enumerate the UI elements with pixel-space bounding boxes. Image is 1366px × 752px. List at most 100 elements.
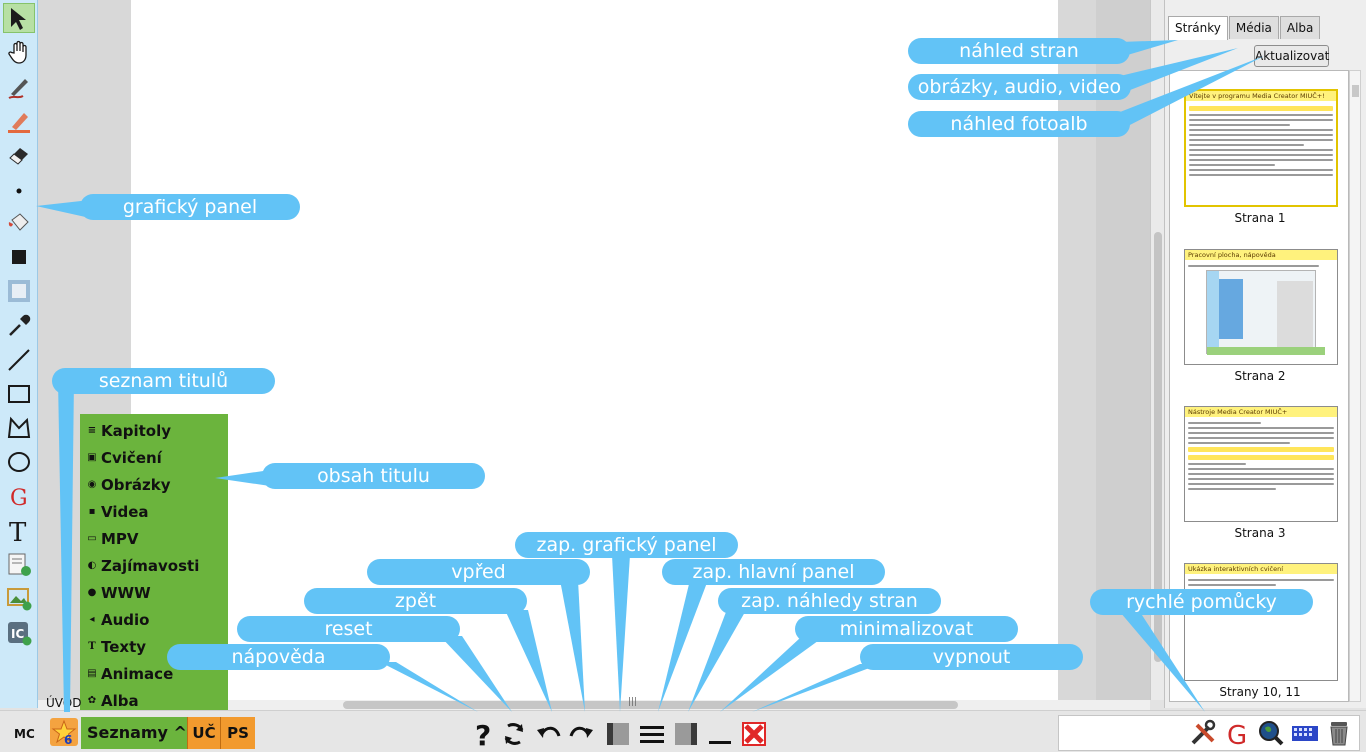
- minimize-icon[interactable]: [706, 720, 734, 748]
- list-icon: ≡: [87, 425, 97, 436]
- page-label: Strana 3: [1234, 526, 1286, 540]
- page-thumbnail-title: Pracovní plocha, nápověda: [1185, 250, 1337, 260]
- redo-icon[interactable]: [568, 720, 596, 748]
- eraser-icon[interactable]: [3, 140, 35, 170]
- svg-text:6: 6: [64, 733, 72, 746]
- lists-menu: ≡Kapitoly ▣Cvičení ◉Obrázky ▪Videa ▭MPV …: [80, 414, 228, 714]
- callout-media: obrázky, audio, video: [908, 74, 1131, 100]
- help-icon[interactable]: ?: [470, 720, 498, 748]
- magnifier-globe-icon[interactable]: [1257, 719, 1285, 747]
- page-thumbnail-title: Vítejte v programu Media Creator MIUČ+!: [1186, 91, 1336, 101]
- side-tabs: Stránky Média Alba: [1168, 16, 1321, 40]
- svg-text:G: G: [10, 486, 28, 509]
- scroll-thumb[interactable]: [1154, 232, 1162, 662]
- menu-item-alba[interactable]: ✿Alba: [87, 692, 139, 710]
- svg-text:IC: IC: [11, 627, 24, 641]
- callout-quick-tools: rychlé pomůcky: [1090, 589, 1313, 615]
- video-icon: ▪: [88, 506, 96, 517]
- text-tool-icon[interactable]: T: [3, 515, 35, 545]
- toggle-main-panel-icon[interactable]: [638, 720, 666, 748]
- mc-label[interactable]: MC: [14, 727, 35, 741]
- callout-toggle-page-previews: zap. náhledy stran: [718, 588, 941, 614]
- polygon-tool-icon[interactable]: [3, 413, 35, 443]
- pen-icon[interactable]: [3, 72, 35, 102]
- tab-albums[interactable]: Alba: [1279, 16, 1321, 39]
- tab-media[interactable]: Média: [1228, 16, 1279, 39]
- callout-back: zpět: [304, 588, 527, 614]
- fill-bucket-icon[interactable]: [3, 208, 35, 238]
- star-badge-icon[interactable]: 6: [50, 718, 78, 747]
- pages-scrollbar[interactable]: [1349, 70, 1361, 702]
- close-icon[interactable]: [740, 720, 768, 748]
- menu-item-animace[interactable]: ▤Animace: [87, 665, 174, 683]
- menu-item-zajimavosti[interactable]: ◐Zajímavosti: [87, 557, 200, 575]
- menu-item-kapitoly[interactable]: ≡Kapitoly: [87, 422, 172, 440]
- page-label: Strana 1: [1234, 211, 1286, 225]
- dot-size-icon[interactable]: [3, 175, 35, 205]
- keyboard-icon[interactable]: [1291, 719, 1319, 747]
- scroll-thumb[interactable]: [343, 701, 958, 709]
- reset-icon[interactable]: [500, 720, 528, 748]
- callout-toggle-graphic-panel: zap. grafický panel: [515, 532, 738, 558]
- menu-item-videa[interactable]: ▪Videa: [86, 501, 149, 523]
- current-title-label: ÚVOD: [46, 696, 82, 710]
- trash-icon[interactable]: [1325, 719, 1353, 747]
- scroll-thumb[interactable]: [1352, 85, 1359, 97]
- undo-icon[interactable]: [534, 720, 562, 748]
- refresh-button[interactable]: Aktualizovat: [1254, 45, 1329, 67]
- fill-color-icon[interactable]: [3, 242, 35, 272]
- line-tool-icon[interactable]: [3, 345, 35, 375]
- page-label: Strany 10, 11: [1219, 685, 1301, 699]
- teacher-button[interactable]: UČ: [187, 717, 220, 749]
- menu-item-cviceni[interactable]: ▣Cvičení: [87, 449, 162, 467]
- speaker-icon: ◂: [89, 614, 95, 625]
- mpv-icon: ▭: [87, 533, 97, 544]
- menu-item-mpv[interactable]: ▭MPV: [87, 530, 139, 548]
- menu-item-audio[interactable]: ◂Audio: [86, 609, 149, 631]
- callout-page-preview: náhled stran: [908, 38, 1130, 64]
- add-image-icon[interactable]: [3, 583, 35, 613]
- ellipse-tool-icon[interactable]: [3, 447, 35, 477]
- tools-icon[interactable]: [1189, 719, 1217, 747]
- menu-item-www[interactable]: ●WWW: [87, 584, 151, 602]
- callout-graphic-panel: grafický panel: [80, 194, 300, 220]
- select-arrow-icon[interactable]: [3, 3, 35, 33]
- canvas-horizontal-scrollbar[interactable]: |||: [38, 697, 1150, 710]
- geogebra-icon[interactable]: G: [1223, 719, 1251, 747]
- callout-title-content: obsah titulu: [262, 463, 485, 489]
- menu-item-obrazky[interactable]: ◉Obrázky: [87, 476, 171, 494]
- page-thumbnail[interactable]: Nástroje Media Creator MIUČ+: [1184, 406, 1338, 522]
- callout-minimize: minimalizovat: [795, 616, 1018, 642]
- callout-album-preview: náhled fotoalb: [908, 111, 1130, 137]
- svg-text:T: T: [9, 518, 27, 543]
- highlighter-icon[interactable]: [3, 106, 35, 136]
- canvas-vertical-scrollbar[interactable]: [1150, 0, 1164, 700]
- scroll-grip-icon: |||: [628, 697, 638, 707]
- page-thumbnail[interactable]: Vítejte v programu Media Creator MIUČ+!: [1184, 89, 1338, 207]
- rectangle-tool-icon[interactable]: [3, 379, 35, 409]
- page-thumbnail-title: Ukázka interaktivních cvičení: [1185, 564, 1337, 574]
- hand-icon[interactable]: [3, 37, 35, 67]
- svg-text:G: G: [1227, 721, 1247, 747]
- bulb-icon: ◐: [87, 560, 97, 571]
- callout-reset: reset: [237, 616, 460, 642]
- toggle-graphic-panel-icon[interactable]: [604, 720, 632, 748]
- add-exercise-icon[interactable]: IC: [3, 618, 35, 648]
- svg-text:?: ?: [475, 720, 491, 748]
- add-note-icon[interactable]: [3, 549, 35, 579]
- album-icon: ✿: [87, 695, 97, 706]
- page-thumbnail[interactable]: Pracovní plocha, nápověda: [1184, 249, 1338, 365]
- page-label: Strana 2: [1234, 369, 1286, 383]
- stroke-color-icon[interactable]: [3, 276, 35, 306]
- toggle-page-previews-icon[interactable]: [672, 720, 700, 748]
- page-sheet[interactable]: [131, 0, 1058, 700]
- page-thumbnail[interactable]: Ukázka interaktivních cvičení: [1184, 563, 1338, 681]
- callout-help: nápověda: [167, 644, 390, 670]
- geogebra-icon[interactable]: G: [3, 481, 35, 511]
- lists-button[interactable]: Seznamy ^: [81, 717, 187, 749]
- tab-pages[interactable]: Stránky: [1168, 16, 1228, 40]
- workbook-button[interactable]: PS: [220, 717, 255, 749]
- eyedropper-icon[interactable]: [3, 311, 35, 341]
